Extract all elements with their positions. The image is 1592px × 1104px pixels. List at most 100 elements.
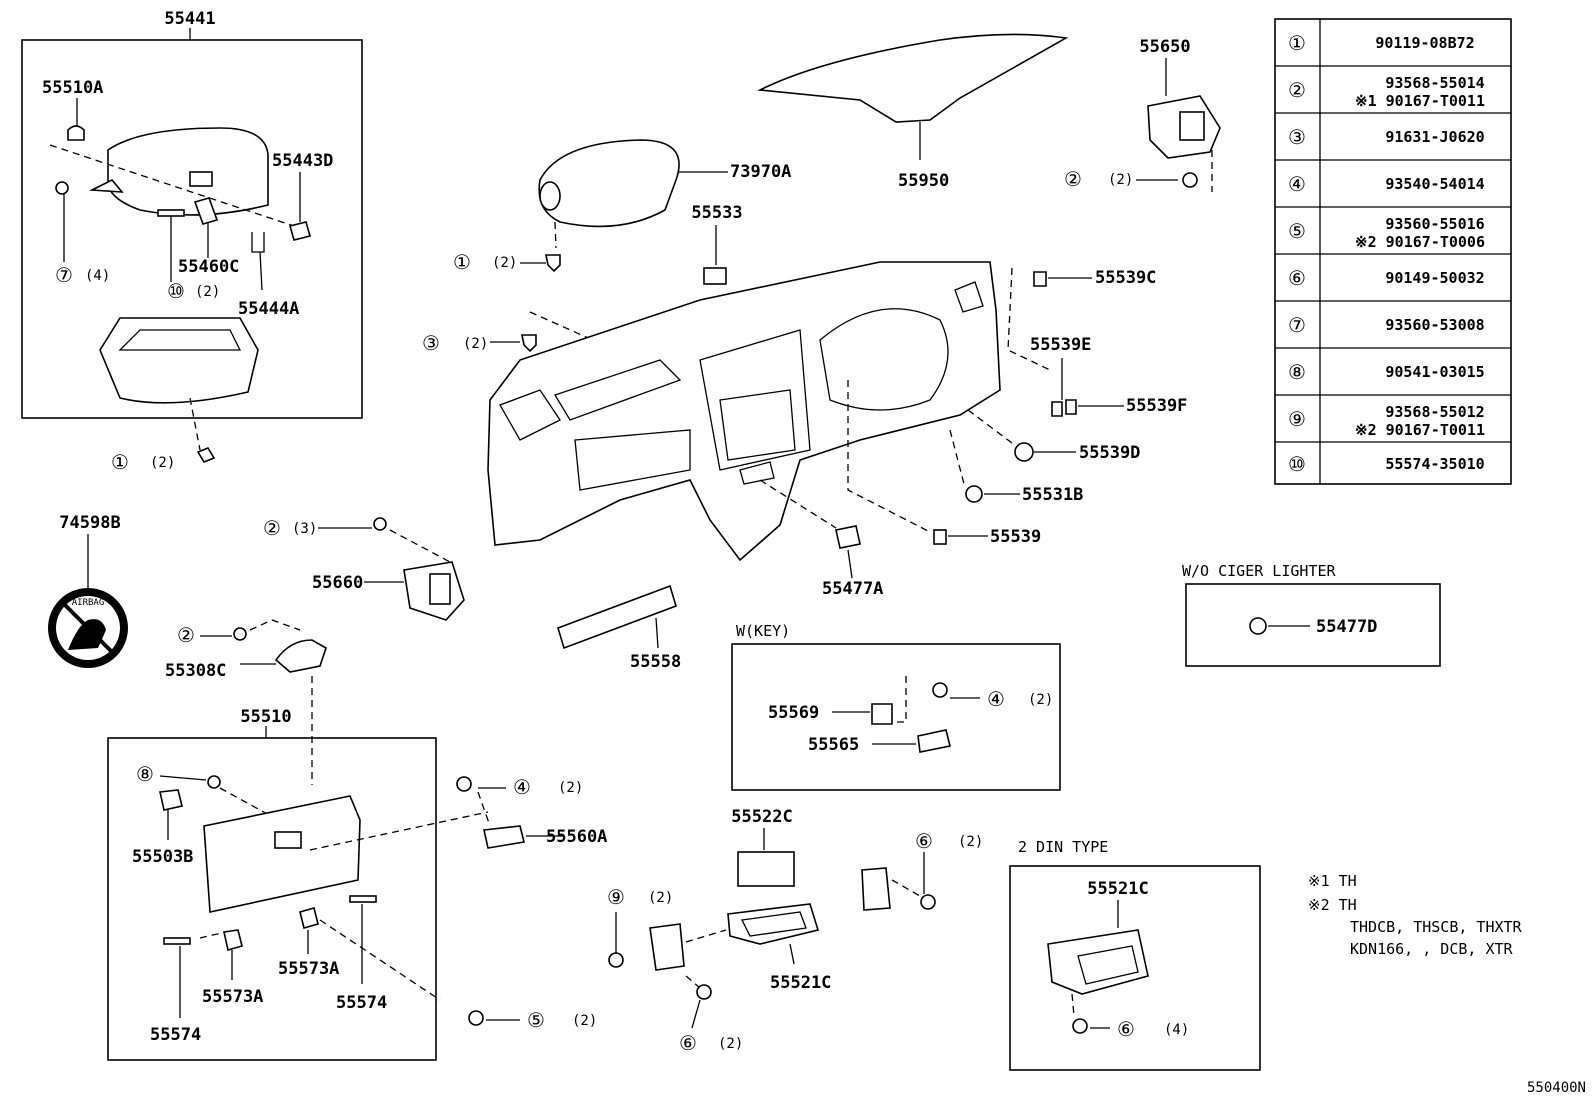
- cover-55569: [871, 703, 893, 725]
- airbag-badge-74598b: 74598B AIRBAG: [48, 513, 128, 668]
- part-label[interactable]: 55539: [990, 527, 1041, 547]
- legend-num: ①: [1288, 31, 1306, 55]
- damper-55573a: [223, 929, 243, 952]
- note-line: ※1 TH: [1308, 872, 1357, 890]
- callout-num: ⑥: [679, 1031, 697, 1055]
- callout-qty: (4): [85, 268, 110, 284]
- part-label[interactable]: 55308C: [165, 661, 226, 681]
- legend-row: ⑧ 90541-03015: [1288, 360, 1485, 384]
- legend-row: ⑥ 90149-50032: [1288, 266, 1485, 290]
- part-label[interactable]: 55510A: [42, 78, 103, 98]
- legend-code: 93568-55014: [1385, 74, 1484, 92]
- cover-55477a: [835, 525, 861, 549]
- callout-num: ④: [513, 775, 531, 799]
- screw: [545, 254, 561, 273]
- part-label[interactable]: 55574: [150, 1025, 201, 1045]
- part-label[interactable]: 55531B: [1022, 485, 1083, 505]
- part-label[interactable]: 55539F: [1126, 396, 1187, 416]
- part-label[interactable]: 55650: [1139, 37, 1190, 57]
- screw: [373, 517, 387, 531]
- legend-row: ⑦ 93560-53008: [1288, 313, 1485, 337]
- group-55650: 55650 ② (2): [1064, 37, 1221, 192]
- part-label[interactable]: 55521C: [770, 973, 831, 993]
- part-label[interactable]: 55444A: [238, 299, 299, 319]
- legend-code: ※1 90167-T0011: [1355, 92, 1485, 110]
- part-label[interactable]: 55539E: [1030, 335, 1091, 355]
- callout-num: ②: [1064, 167, 1082, 191]
- legend-code: 90119-08B72: [1375, 34, 1474, 52]
- callout-num: ②: [263, 516, 281, 540]
- screw: [1182, 172, 1198, 188]
- legend-row: ⑨ 93568-55012 ※2 90167-T0011: [1288, 403, 1485, 439]
- clip-55539: [933, 529, 947, 545]
- part-label[interactable]: 55503B: [132, 847, 193, 867]
- part-label[interactable]: 55521C: [1087, 879, 1148, 899]
- part-label[interactable]: 55441: [164, 9, 215, 29]
- panel-55522c: [737, 851, 795, 887]
- legend-row: ③ 91631-J0620: [1288, 125, 1485, 149]
- legend-code: 55574-35010: [1385, 455, 1484, 473]
- part-label[interactable]: 55533: [691, 203, 742, 223]
- legend-num: ③: [1288, 125, 1306, 149]
- callout-qty: (2): [463, 336, 488, 352]
- screw: [233, 627, 247, 641]
- pocket-55521c: [1047, 929, 1149, 995]
- box-wo-lighter: W/O CIGER LIGHTER 55477D: [1182, 562, 1441, 667]
- option-frame: [1009, 865, 1261, 1071]
- callout-num: ①: [111, 450, 129, 474]
- part-label[interactable]: 55573A: [278, 959, 339, 979]
- group-frame: [107, 737, 437, 1061]
- callout-qty: (2): [492, 255, 517, 271]
- part-label[interactable]: 55573A: [202, 987, 263, 1007]
- screw: [456, 776, 472, 792]
- part-label[interactable]: 55950: [898, 171, 949, 191]
- callout-num: ③: [422, 331, 440, 355]
- part-label[interactable]: 55558: [630, 652, 681, 672]
- pocket-55521c: [727, 903, 820, 945]
- part-label[interactable]: 55443D: [272, 151, 333, 171]
- callout-num: ⑤: [527, 1008, 545, 1032]
- callout-qty: (2): [958, 834, 983, 850]
- part-label[interactable]: 55539C: [1095, 268, 1156, 288]
- part-label[interactable]: 73970A: [730, 162, 791, 182]
- cushion-55574: [349, 895, 377, 903]
- group-55441: 55441 55510A 55443D ⑦ (4) ⑩ (2) 55460C 5…: [21, 9, 363, 451]
- part-label[interactable]: 55574: [336, 993, 387, 1013]
- screw: [932, 682, 948, 698]
- legend-num: ⑦: [1288, 313, 1306, 337]
- part-label[interactable]: 55460C: [178, 257, 239, 277]
- part-label[interactable]: 55560A: [546, 827, 607, 847]
- legend-code: 90149-50032: [1385, 269, 1484, 287]
- screw: [468, 1010, 484, 1026]
- damper-55573a: [299, 907, 319, 929]
- part-label[interactable]: 55510: [240, 707, 291, 727]
- legend-code: 93568-55012: [1385, 403, 1484, 421]
- part-label[interactable]: 74598B: [59, 513, 120, 533]
- part-label[interactable]: 55565: [808, 735, 859, 755]
- part-label[interactable]: 55477D: [1316, 617, 1377, 637]
- instrument-panel: [487, 261, 1001, 562]
- clip-55539e: [1051, 399, 1077, 417]
- callout-num: ⑨: [607, 885, 625, 909]
- legend-row: ⑤ 93560-55016 ※2 90167-T0006: [1288, 215, 1485, 251]
- callout-qty: (3): [292, 521, 317, 537]
- cover-55533: [703, 267, 727, 285]
- legend-num: ⑥: [1288, 266, 1306, 290]
- screw: [196, 447, 216, 463]
- clip-55443d: [289, 221, 311, 241]
- panel-55558: [557, 584, 677, 650]
- callout-qty: (2): [718, 1036, 743, 1052]
- bracket-55308c: [274, 639, 327, 673]
- legend-row: ⑩ 55574-35010: [1288, 452, 1485, 476]
- part-label[interactable]: 55539D: [1079, 443, 1140, 463]
- part-label[interactable]: 55522C: [731, 807, 792, 827]
- legend-code: 91631-J0620: [1385, 128, 1484, 146]
- part-label[interactable]: 55477A: [822, 579, 883, 599]
- callout-num: ①: [453, 250, 471, 274]
- diagram-code: 550400N: [1527, 1080, 1586, 1096]
- part-label[interactable]: 55569: [768, 703, 819, 723]
- part-label[interactable]: 55660: [312, 573, 363, 593]
- bracket: [649, 923, 685, 971]
- screw: [521, 334, 537, 353]
